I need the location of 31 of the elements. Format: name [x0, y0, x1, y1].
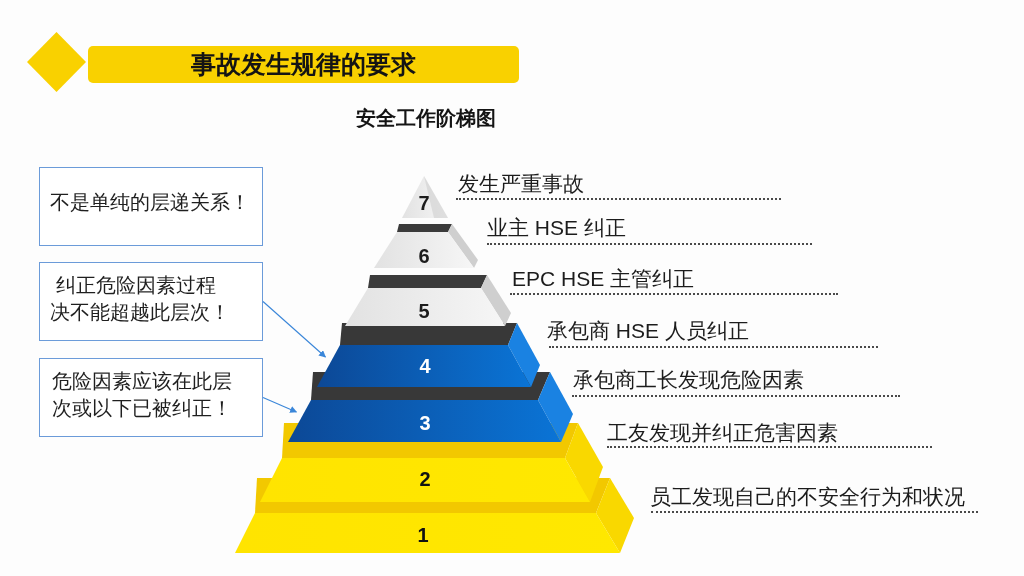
step-description: EPC HSE 主管纠正 — [512, 265, 695, 291]
pyramid-step — [260, 458, 590, 502]
step-description: 工友发现并纠正危害因素 — [607, 419, 838, 445]
note-text: 纠正危险因素过程决不能超越此层次！ — [50, 273, 231, 325]
step-description: 发生严重事故 — [458, 170, 584, 196]
arrow — [262, 396, 298, 413]
note-text: 不是单纯的层递关系！ — [50, 190, 251, 215]
note-text: 危险因素应该在此层次或以下已被纠正！ — [52, 369, 233, 421]
step-description: 承包商工长发现危险因素 — [573, 366, 804, 392]
chart-subtitle: 安全工作阶梯图 — [356, 106, 496, 130]
step-number: 4 — [419, 354, 431, 378]
step-number: 7 — [418, 191, 430, 215]
step-number: 3 — [419, 411, 431, 435]
note-box — [39, 358, 263, 437]
pyramid-step — [288, 400, 561, 442]
step-number: 1 — [417, 523, 429, 547]
step-number: 2 — [419, 467, 431, 491]
note-box — [39, 167, 263, 246]
pyramid-step — [374, 232, 474, 268]
title-banner: 事故发生规律的要求 — [88, 46, 519, 83]
step-description: 员工发现自己的不安全行为和状况 — [650, 483, 965, 509]
pyramid-step — [317, 345, 531, 387]
pyramid-step — [345, 288, 505, 326]
note-box — [39, 262, 263, 341]
step-description: 承包商 HSE 人员纠正 — [547, 317, 749, 343]
step-number: 6 — [418, 244, 430, 268]
pyramid-step — [402, 176, 448, 218]
step-number: 5 — [418, 299, 430, 323]
pyramid-step — [235, 513, 620, 553]
step-description: 业主 HSE 纠正 — [487, 214, 626, 240]
arrow — [262, 300, 326, 358]
